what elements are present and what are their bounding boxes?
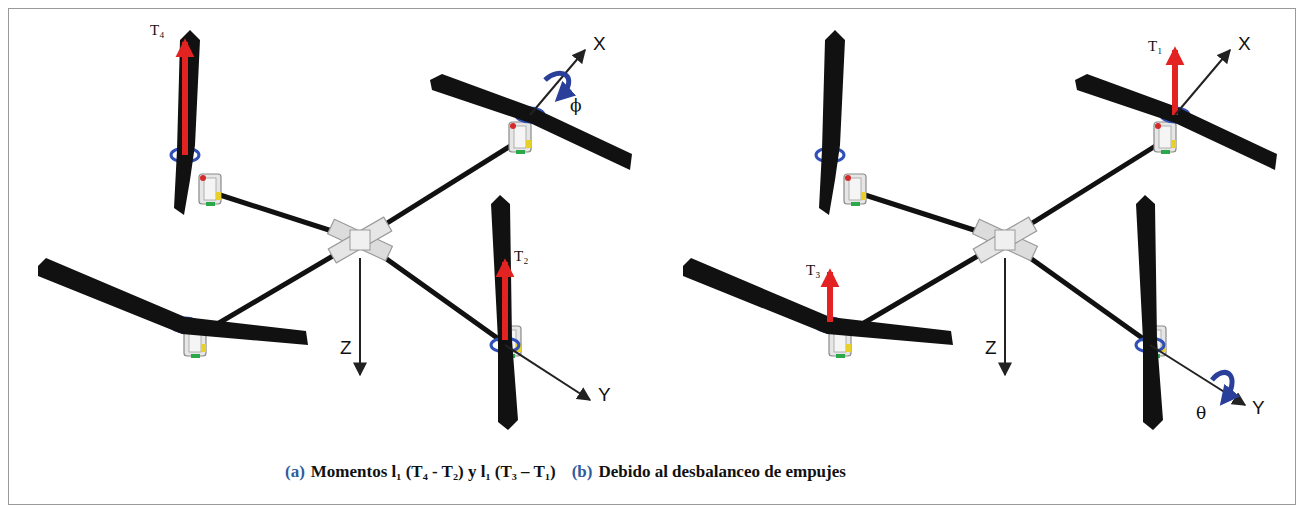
axis-label: Y — [1252, 398, 1265, 419]
thrust-label: T₁ — [1148, 38, 1162, 55]
thrust-label: T₂ — [514, 248, 528, 265]
caption-tag: (a) — [285, 462, 305, 482]
caption-tag: (b) — [572, 462, 593, 482]
axis-label: Y — [598, 385, 611, 406]
axis-label: X — [1238, 34, 1251, 55]
axis-label: Z — [340, 338, 352, 359]
caption-text: Debido al desbalanceo de empujes — [598, 462, 845, 482]
caption-row: (a) Momentos l₁ (T₄ - T₂) y l₁ (T₃ – T₁) (… — [285, 462, 852, 482]
caption-text: Momentos l₁ (T₄ - T₂) y l₁ (T₃ – T₁) — [311, 462, 556, 482]
angle-label: ϕ — [570, 96, 582, 115]
angle-label: θ — [1196, 404, 1206, 423]
axis-label: Z — [985, 338, 997, 359]
thrust-label: T₃ — [806, 262, 820, 279]
axis-label: X — [593, 34, 606, 55]
thrust-label: T₄ — [150, 22, 164, 39]
